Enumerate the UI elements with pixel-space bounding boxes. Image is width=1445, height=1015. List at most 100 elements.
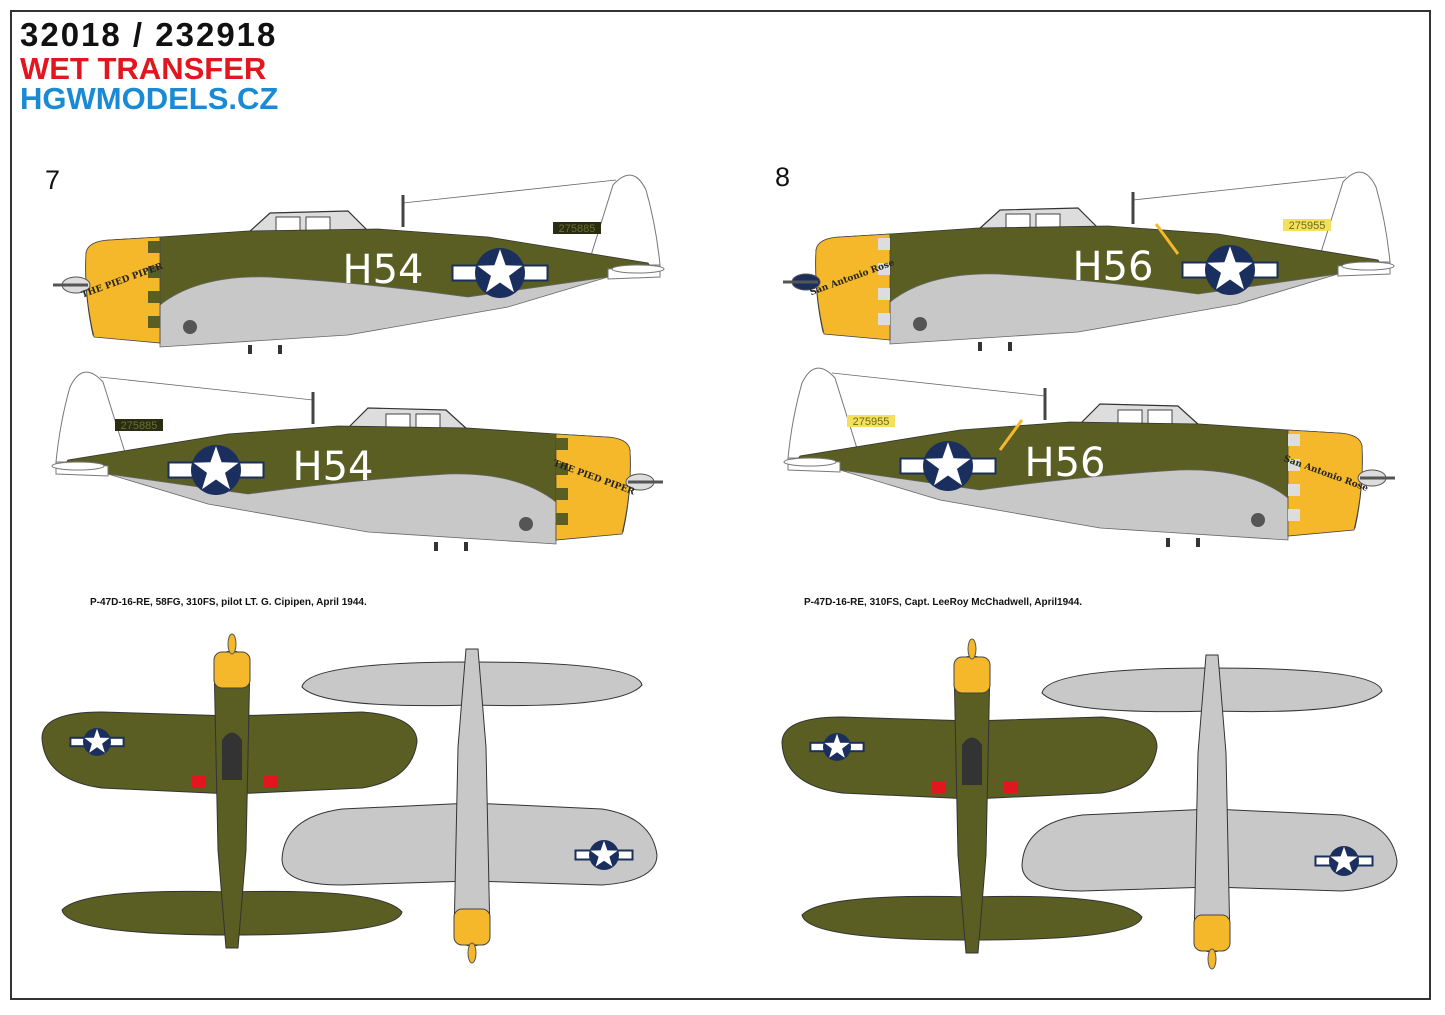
squadron-code: H56	[1073, 244, 1154, 290]
serial-plate	[553, 222, 601, 234]
yellow-cowling	[453, 908, 491, 946]
roundel-insignia	[1181, 245, 1279, 295]
cowl-flap-stripe	[878, 288, 890, 300]
roundel-star	[477, 249, 523, 293]
cowl-flap-stripe	[878, 238, 890, 250]
tail-fin	[55, 371, 129, 463]
antenna-wire	[831, 372, 1046, 397]
roundel-insignia	[809, 733, 865, 761]
roundel-star	[1330, 846, 1358, 873]
top-view-H54	[41, 633, 418, 949]
top-view-H56	[781, 638, 1158, 954]
exhaust-turbo	[519, 517, 533, 531]
tail-fin	[1317, 171, 1391, 263]
profile-caption-8: P-47D-16-RE, 310FS, Capt. LeeRoy McChadw…	[804, 597, 1083, 608]
roundel-insignia	[451, 248, 549, 298]
serial-number: 275885	[553, 222, 601, 235]
profile-caption-7: P-47D-16-RE, 58FG, 310FS, pilot LT. G. C…	[90, 597, 367, 608]
roundel-star	[84, 728, 110, 753]
serial-number: 275885	[115, 419, 163, 432]
landing-gear-leg	[1166, 538, 1170, 547]
cowl-flap-stripe	[1288, 509, 1300, 521]
cowl-flap-stripe	[1288, 434, 1300, 446]
landing-gear-leg	[464, 542, 468, 551]
squadron-code: H54	[293, 444, 374, 490]
roundel-insignia	[574, 840, 634, 870]
cowl-flap-stripe	[556, 463, 568, 475]
squadron-code: H56	[1025, 440, 1106, 486]
roundel-star	[590, 840, 618, 867]
fin-stripe	[998, 419, 1024, 451]
wing-walk-marking	[264, 776, 278, 788]
landing-gear-leg	[248, 345, 252, 354]
roundel-star	[1207, 246, 1253, 290]
horizontal-stabilizer	[611, 264, 665, 274]
roundel-insignia	[167, 445, 265, 495]
yellow-cowling	[1193, 914, 1231, 952]
cowl-flap-stripe	[556, 488, 568, 500]
roundel-insignia	[899, 441, 997, 491]
horizontal-stabilizer	[783, 457, 837, 467]
propeller-spinner	[1207, 948, 1217, 970]
website: HGWMODELS.CZ	[20, 81, 279, 116]
transfer-type: WET TRANSFER	[20, 51, 267, 86]
serial-plate	[847, 415, 895, 427]
product-codes: 32018 / 232918	[20, 16, 278, 53]
wing-walk-marking	[192, 776, 206, 788]
serial-plate	[115, 419, 163, 431]
tail-fin	[787, 367, 861, 459]
serial-text: 275885	[559, 223, 596, 235]
serial-text: 275955	[853, 416, 890, 428]
serial-text: 275955	[1289, 220, 1326, 232]
cowl-flap-stripe	[1288, 459, 1300, 471]
antenna-wire	[402, 179, 617, 204]
exhaust-turbo	[1251, 513, 1265, 527]
roundel-insignia	[1314, 846, 1374, 876]
landing-gear-leg	[434, 542, 438, 551]
horizontal-stabilizer	[51, 461, 105, 471]
roundel-insignia	[69, 728, 125, 756]
fin-stripe	[1154, 223, 1180, 255]
cowl-flap-stripe	[1288, 484, 1300, 496]
exhaust-turbo	[913, 317, 927, 331]
propeller-spinner	[967, 638, 977, 660]
profile-number-8: 8	[775, 162, 791, 192]
roundel-star	[824, 733, 850, 758]
horizontal-stabilizer	[1341, 261, 1395, 271]
propeller-spinner	[467, 942, 477, 964]
underside-view-H54	[281, 648, 658, 964]
propeller-spinner	[227, 633, 237, 655]
cowl-flap-stripe	[148, 316, 160, 328]
yellow-cowling	[213, 651, 251, 689]
landing-gear-leg	[278, 345, 282, 354]
landing-gear-leg	[978, 342, 982, 351]
serial-text: 275885	[121, 420, 158, 432]
cockpit	[222, 732, 242, 780]
cowl-flap-stripe	[148, 266, 160, 278]
yellow-cowling	[953, 656, 991, 694]
cowl-flap-stripe	[148, 241, 160, 253]
antenna-wire	[99, 376, 314, 401]
underside-insignia-group	[1314, 846, 1374, 876]
cockpit	[962, 737, 982, 785]
serial-number: 275955	[1283, 219, 1331, 232]
roundel-star	[193, 446, 239, 490]
cowl-flap-stripe	[878, 263, 890, 275]
tail-fin	[587, 174, 661, 266]
landing-gear-leg	[1196, 538, 1200, 547]
roundel-star	[925, 442, 971, 486]
squadron-code: H54	[343, 247, 424, 293]
exhaust-turbo	[183, 320, 197, 334]
sheet-border	[10, 10, 1431, 1000]
underside-view-H56	[1021, 654, 1398, 970]
serial-plate	[1283, 219, 1331, 231]
underside-insignia-group	[574, 840, 634, 870]
antenna-wire	[1132, 176, 1347, 201]
cowl-flap-stripe	[878, 313, 890, 325]
wing-walk-marking	[932, 781, 946, 793]
wing-walk-marking	[1004, 781, 1018, 793]
